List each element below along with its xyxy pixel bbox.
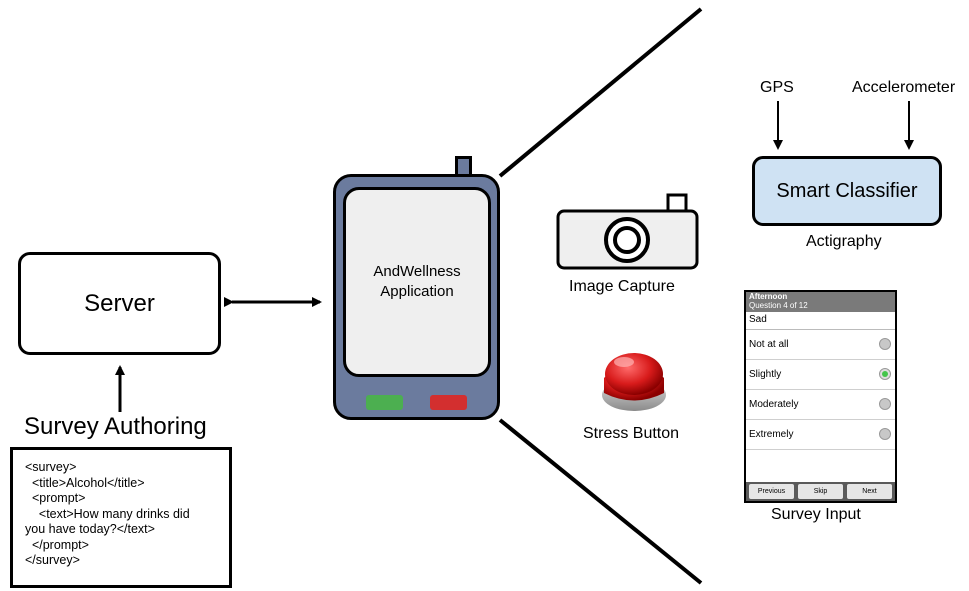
- survey-code-box: <survey> <title>Alcohol</title> <prompt>…: [10, 447, 232, 588]
- survey-option[interactable]: Not at all: [746, 330, 895, 360]
- phone-title-line2: Application: [380, 283, 454, 300]
- stress-button-label: Stress Button: [583, 425, 680, 442]
- skip-button[interactable]: Skip: [798, 484, 843, 499]
- survey-question: Sad: [746, 312, 895, 330]
- accelerometer-label: Accelerometer: [852, 79, 956, 96]
- radio-button-icon[interactable]: [879, 338, 891, 350]
- actigraphy-label: Actigraphy: [806, 233, 882, 250]
- phone-title-line1: AndWellness: [373, 263, 461, 280]
- fan-line-top: [498, 7, 703, 178]
- stress-button-icon: [602, 353, 666, 411]
- survey-input-label: Survey Input: [771, 506, 861, 523]
- previous-button[interactable]: Previous: [749, 484, 794, 499]
- survey-header: Afternoon Question 4 of 12: [746, 292, 895, 312]
- fan-line-bottom: [498, 418, 703, 585]
- smart-classifier-box: Smart Classifier: [752, 156, 942, 226]
- survey-option[interactable]: Moderately: [746, 390, 895, 420]
- survey-option-label: Moderately: [749, 399, 799, 410]
- smart-classifier-label: Smart Classifier: [776, 179, 918, 202]
- survey-option[interactable]: Slightly: [746, 360, 895, 390]
- radio-button-selected-icon[interactable]: [879, 368, 891, 380]
- phone-red-button: [430, 395, 467, 410]
- survey-code-text: <survey> <title>Alcohol</title> <prompt>…: [25, 460, 190, 567]
- survey-footer: Previous Skip Next: [746, 482, 895, 501]
- phone-screen: AndWellness Application: [343, 187, 491, 377]
- gps-label: GPS: [760, 79, 794, 96]
- survey-header-time: Afternoon: [749, 292, 788, 301]
- server-box: Server: [18, 252, 221, 355]
- image-capture-label: Image Capture: [569, 278, 675, 295]
- survey-option[interactable]: Extremely: [746, 420, 895, 450]
- survey-body: Sad Not at all Slightly Moderately Extre…: [746, 312, 895, 482]
- survey-screenshot: Afternoon Question 4 of 12 Sad Not at al…: [744, 290, 897, 503]
- camera-icon: [556, 193, 699, 270]
- survey-question-text: Sad: [749, 314, 767, 325]
- phone-green-button: [366, 395, 403, 410]
- server-label: Server: [84, 289, 155, 317]
- survey-authoring-label: Survey Authoring: [24, 413, 207, 440]
- survey-option-label: Slightly: [749, 369, 782, 380]
- survey-header-progress: Question 4 of 12: [749, 301, 808, 310]
- next-button[interactable]: Next: [847, 484, 892, 499]
- survey-option-label: Extremely: [749, 429, 794, 440]
- radio-button-icon[interactable]: [879, 398, 891, 410]
- survey-option-label: Not at all: [749, 339, 789, 350]
- radio-button-icon[interactable]: [879, 428, 891, 440]
